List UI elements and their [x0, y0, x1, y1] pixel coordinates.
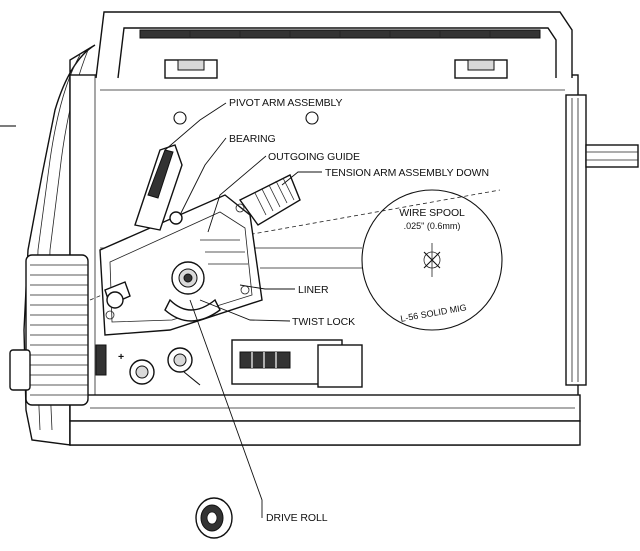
- spool-size: .025" (0.6mm): [404, 221, 461, 231]
- spool-title: WIRE SPOOL: [399, 207, 465, 219]
- positive-sign: +: [118, 351, 124, 363]
- drive-roll-part: [195, 497, 233, 539]
- label-tension-arm: TENSION ARM ASSEMBLY DOWN: [325, 167, 489, 179]
- front-knob: [9, 254, 89, 406]
- output-terminals: +: [95, 344, 201, 386]
- label-twist-lock: TWIST LOCK: [292, 316, 355, 328]
- label-liner: LINER: [298, 284, 329, 296]
- connector-block: [231, 339, 363, 388]
- label-bearing: BEARING: [229, 133, 276, 145]
- label-drive-roll: DRIVE ROLL: [266, 512, 328, 524]
- label-pivot-arm: PIVOT ARM ASSEMBLY: [229, 97, 342, 109]
- screw-hole: [305, 111, 319, 125]
- screw-hole: [173, 111, 187, 125]
- carry-handle: [95, 11, 573, 79]
- leader-lines: [164, 102, 322, 518]
- drive-mechanism: [99, 144, 301, 336]
- label-outgoing-guide: OUTGOING GUIDE: [268, 151, 360, 163]
